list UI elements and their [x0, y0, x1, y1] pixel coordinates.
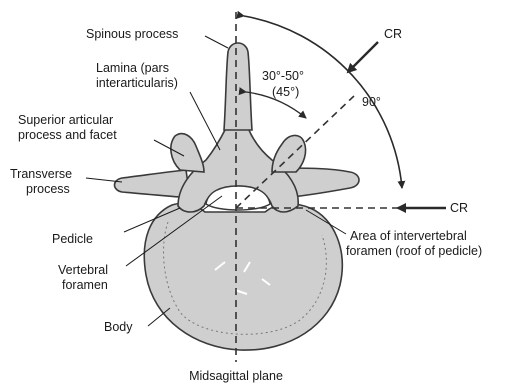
- label-angle-line1: 30°-50°: [262, 69, 304, 83]
- label-cr-top: CR: [384, 27, 402, 41]
- label-transverse-line2: process: [26, 182, 70, 196]
- label-body: Body: [104, 320, 133, 334]
- cr-oblique-arrow: [348, 42, 378, 72]
- label-lamina-line2: interarticularis): [96, 76, 178, 90]
- label-vertebral-line1: Vertebral: [58, 263, 108, 277]
- label-midsagittal-plane: Midsagittal plane: [189, 369, 283, 383]
- label-superior-line1: Superior articular: [18, 113, 113, 127]
- label-pedicle: Pedicle: [52, 232, 93, 246]
- label-cr-right: CR: [450, 201, 468, 215]
- label-superior-line2: process and facet: [18, 128, 117, 142]
- label-lamina-line1: Lamina (pars: [96, 61, 169, 75]
- label-ninety-degrees: 90°: [362, 95, 381, 109]
- label-vertebral-line2: foramen: [62, 278, 108, 292]
- label-area-line1: Area of intervertebral: [350, 229, 467, 243]
- label-angle-line2: (45°): [272, 85, 299, 99]
- vertebral-body-shape: [144, 203, 342, 350]
- label-area-line2: foramen (roof of pedicle): [346, 244, 482, 258]
- label-spinous-process: Spinous process: [86, 27, 178, 41]
- label-transverse-line1: Transverse: [10, 167, 72, 181]
